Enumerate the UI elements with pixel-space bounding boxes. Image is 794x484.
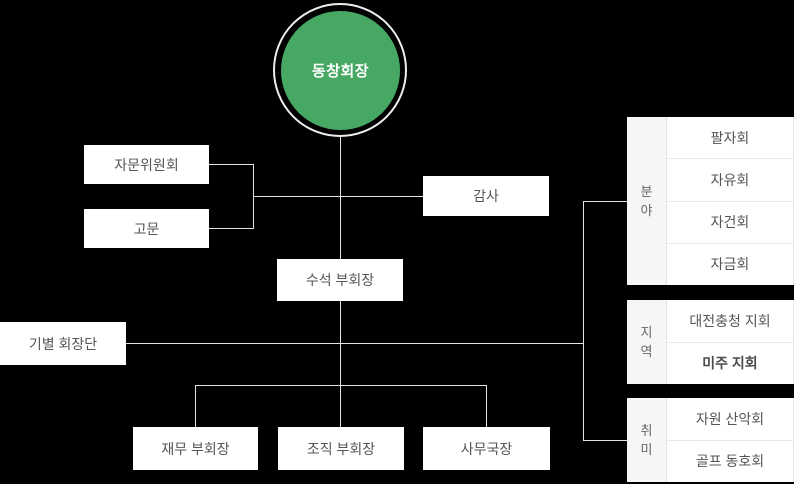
node-senior-vice-chairman: 수석 부회장	[277, 259, 403, 301]
node-finance-vice-chairman: 재무 부회장	[133, 427, 258, 470]
connector-upper-horizontal	[253, 196, 423, 197]
node-auditor: 감사	[423, 176, 549, 216]
node-secretary-general: 사무국장	[423, 427, 550, 470]
group-field-items: 팔자회 자유회 자건회 자금회	[667, 117, 793, 285]
group-hobby-label-cell: 취미	[627, 398, 667, 482]
group-region-label-cell: 지역	[627, 300, 667, 384]
node-advisory-committee: 자문위원회	[84, 145, 209, 184]
chairman-ring	[273, 3, 407, 137]
group-item: 대전충청 지회	[667, 300, 793, 343]
group-field-label-cell: 분야	[627, 117, 667, 285]
connector-drop-secretary	[486, 385, 487, 427]
group-field: 분야 팔자회 자유회 자건회 자금회	[627, 117, 794, 285]
group-item: 팔자회	[667, 117, 793, 160]
group-item: 미주 지회	[702, 355, 758, 372]
connector-advisor-branch	[209, 228, 253, 229]
group-hobby-items: 자원 산악회 골프 동호회	[667, 398, 793, 482]
group-item: 자건회	[667, 202, 793, 244]
group-item: 자유회	[667, 159, 793, 202]
group-item: 골프 동호회	[695, 453, 765, 470]
connector-branch-hobby-group	[583, 440, 627, 441]
connector-advisory-branch	[209, 164, 253, 165]
group-item: 자금회	[710, 256, 750, 273]
connector-left-bracket-vertical	[253, 164, 254, 229]
connector-chairman-to-senior-vp	[340, 137, 341, 259]
group-hobby-label: 취미	[640, 422, 653, 458]
group-region: 지역 대전충청 지회 미주 지회	[627, 300, 794, 384]
group-field-label: 분야	[640, 183, 653, 219]
node-chairman: 동창회장	[281, 11, 400, 130]
node-advisor: 고문	[84, 209, 209, 248]
group-region-label: 지역	[640, 324, 653, 360]
group-item: 자원 산악회	[667, 398, 793, 441]
connector-drop-finance	[195, 385, 196, 427]
node-class-presidents: 기별 회장단	[0, 322, 126, 365]
connector-main-horizontal	[126, 343, 583, 344]
group-region-items: 대전충청 지회 미주 지회	[667, 300, 793, 384]
group-hobby: 취미 자원 산악회 골프 동호회	[627, 398, 794, 482]
connector-senior-vp-to-main	[340, 301, 341, 343]
node-organization-vice-chairman: 조직 부회장	[278, 427, 404, 470]
connector-branch-field-group	[583, 201, 627, 202]
connector-sub-horizontal	[195, 385, 486, 386]
connector-right-vertical	[583, 201, 584, 440]
